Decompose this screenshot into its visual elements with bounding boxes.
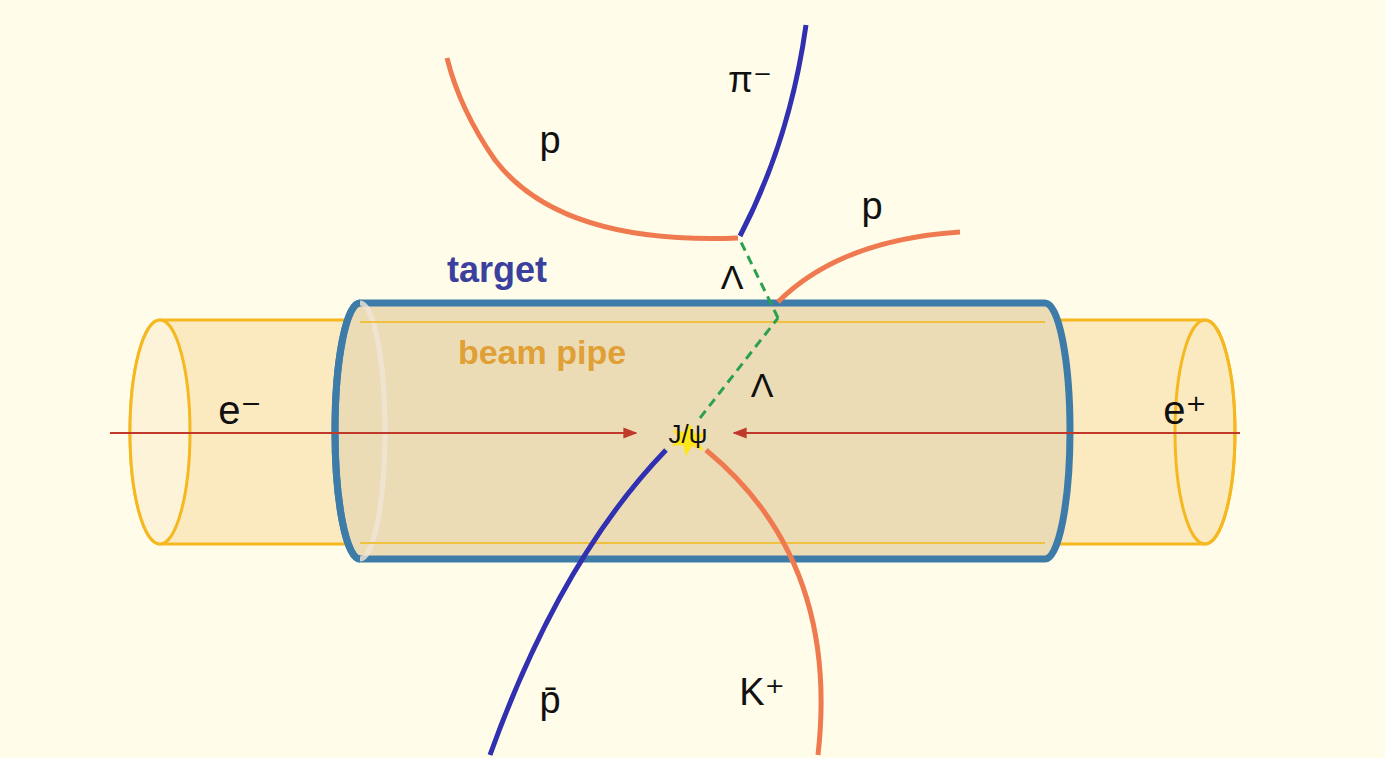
particle-label: p (539, 121, 560, 159)
kaon-track (706, 450, 821, 755)
electron-beam (110, 432, 636, 434)
beam-label: e⁺ (1163, 390, 1206, 430)
particle-label: p (861, 187, 882, 225)
target-cylinder (335, 303, 1070, 559)
part-label: target (447, 252, 547, 288)
particle-label: Λ (751, 368, 774, 402)
particle-label: p̄ (539, 681, 560, 719)
antiproton-track (490, 450, 666, 755)
proton-track (447, 58, 738, 239)
positron-beam (734, 432, 1240, 434)
beam-label: e⁻ (218, 390, 261, 430)
particle-label: Λ (721, 260, 744, 294)
lambda-track (700, 318, 778, 418)
particle-label: π⁻ (728, 62, 772, 98)
lambda-track (740, 240, 778, 318)
resonance-label: J/ψ (669, 421, 708, 447)
part-label: beam pipe (458, 335, 626, 369)
proton-track (778, 232, 960, 302)
pion-track (740, 25, 806, 236)
particle-label: K⁺ (739, 673, 784, 711)
